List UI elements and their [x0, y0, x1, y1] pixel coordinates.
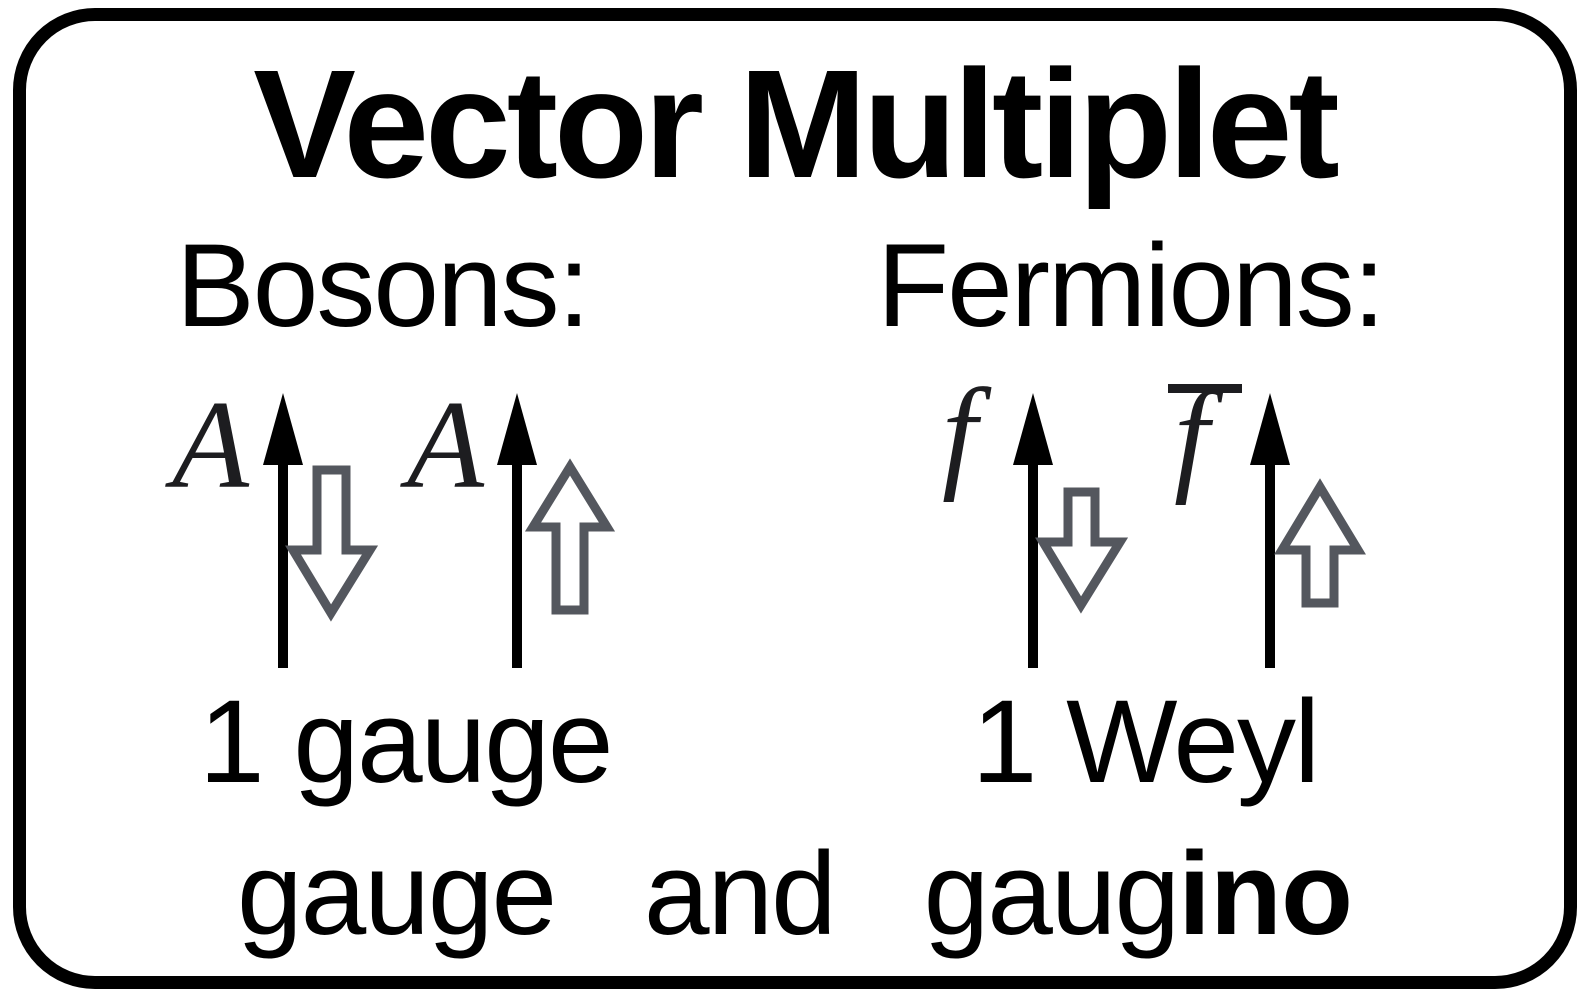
fermions-count-label: 1 Weyl — [971, 676, 1321, 808]
fermion-state-2: f — [1168, 380, 1366, 668]
footer-bold-ino: ino — [1178, 828, 1353, 960]
state-vector-arrow-icon — [1013, 393, 1053, 668]
particle-label-f-bar: f — [1174, 380, 1224, 506]
overbar — [1168, 384, 1242, 393]
footer-caption: gauge and gaugino — [0, 826, 1589, 962]
particle-label-A: A — [400, 380, 485, 515]
spin-up-arrow-icon — [524, 458, 616, 615]
particle-label-A: A — [165, 380, 250, 515]
boson-state-1: A — [165, 380, 379, 668]
spin-down-arrow-icon — [1035, 487, 1129, 614]
state-vector-arrow-icon — [263, 393, 303, 668]
panel-title: Vector Multiplet — [253, 38, 1340, 210]
footer-word-gaugino: gaugino — [923, 828, 1353, 960]
spin-up-arrow-icon — [1274, 478, 1366, 608]
bosons-count-label: 1 gauge — [199, 676, 614, 808]
footer-word-and: and — [643, 828, 837, 960]
spin-down-arrow-icon — [285, 465, 379, 622]
particle-label-f: f — [942, 380, 992, 503]
bosons-heading: Bosons: — [176, 220, 590, 352]
state-vector-arrow-icon — [1250, 393, 1290, 668]
boson-state-2: A — [400, 380, 616, 668]
state-vector-arrow-icon — [497, 393, 537, 668]
footer-word-gauge: gauge — [236, 828, 557, 960]
panel-border — [13, 8, 1577, 989]
fermions-heading: Fermions: — [877, 220, 1386, 352]
fermion-state-1: f — [942, 380, 1129, 668]
